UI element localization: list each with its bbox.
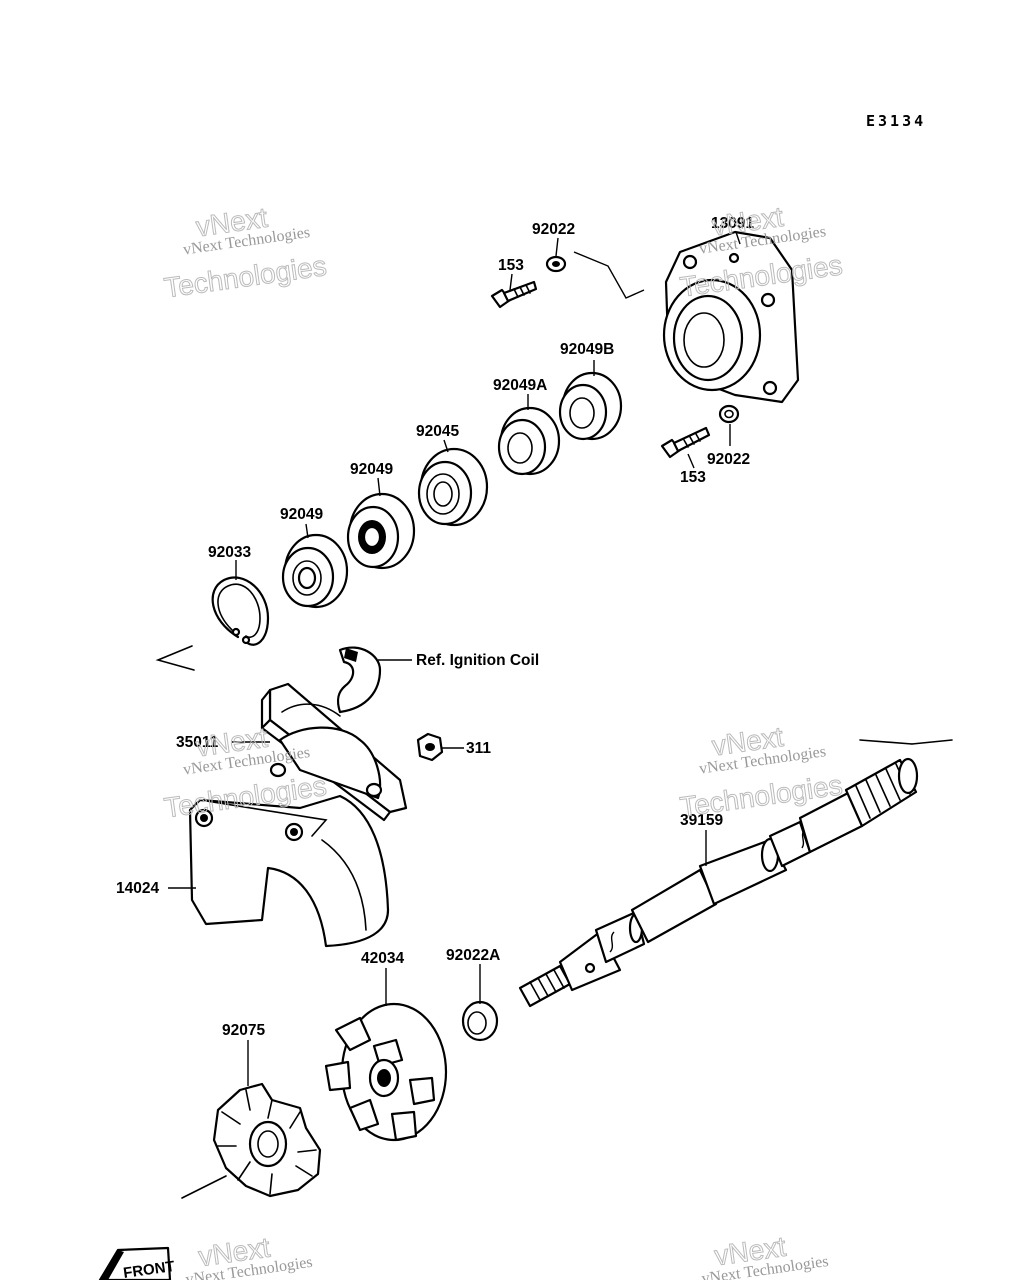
front-marker-text: FRONT [122,1258,176,1280]
label-153-bottom: 153 [680,469,706,486]
cover-14024 [188,794,390,948]
watermark-middle-right: vNext vNext Technologies Technologies [678,720,845,823]
label-13091: 13091 [711,215,754,232]
label-92049-upper: 92049 [350,461,393,478]
left-reference-chevron [155,645,195,671]
seal-92049A [497,406,561,476]
bracket-plate-35011 [260,682,408,822]
coupling-42034 [324,1002,448,1142]
label-92022-top: 92022 [532,221,575,238]
leader-lines [168,231,741,1086]
front-direction-marker: FRONT [98,1246,176,1280]
diagram-code: E3134 [866,112,926,130]
label-92022-bottom: 92022 [707,451,750,468]
bolt-153-top [490,280,538,309]
watermark-bottom-left: vNext vNext Technologies [185,1231,314,1280]
nut-311 [416,732,444,762]
label-14024: 14024 [116,880,159,897]
lower-reference-line [181,1175,227,1199]
label-39159: 39159 [680,812,723,829]
label-311: 311 [466,740,491,757]
seal-92049-upper [346,492,416,570]
watermark-bottom-right: vNext vNext Technologies [701,1230,830,1280]
label-92049A: 92049A [493,377,547,394]
label-42034: 42034 [361,950,404,967]
drive-shaft-39159 [518,739,953,1008]
ignition-coil-ring [336,646,382,714]
label-92022A: 92022A [446,947,500,964]
seal-92049B [558,371,623,441]
label-92075: 92075 [222,1022,265,1039]
washer-92022-top [545,255,567,273]
watermark-top-left: vNext vNext Technologies Technologies [162,201,329,304]
bearing-92045 [417,447,489,527]
washer-92022-bottom [718,404,740,424]
label-92049-lower: 92049 [280,506,323,523]
label-92049B: 92049B [560,341,614,358]
label-153-top: 153 [498,257,524,274]
seal-92049-lower [281,533,349,609]
label-92033: 92033 [208,544,251,561]
damper-92075 [212,1082,322,1198]
bearing-housing-13091 [662,230,800,404]
label-92045: 92045 [416,423,459,440]
label-35011: 35011 [176,734,219,751]
bolt-153-bottom [660,426,711,459]
snap-ring-92033 [211,576,270,646]
label-ref-ignition-coil: Ref. Ignition Coil [416,652,539,669]
washer-92022A [461,1000,499,1042]
